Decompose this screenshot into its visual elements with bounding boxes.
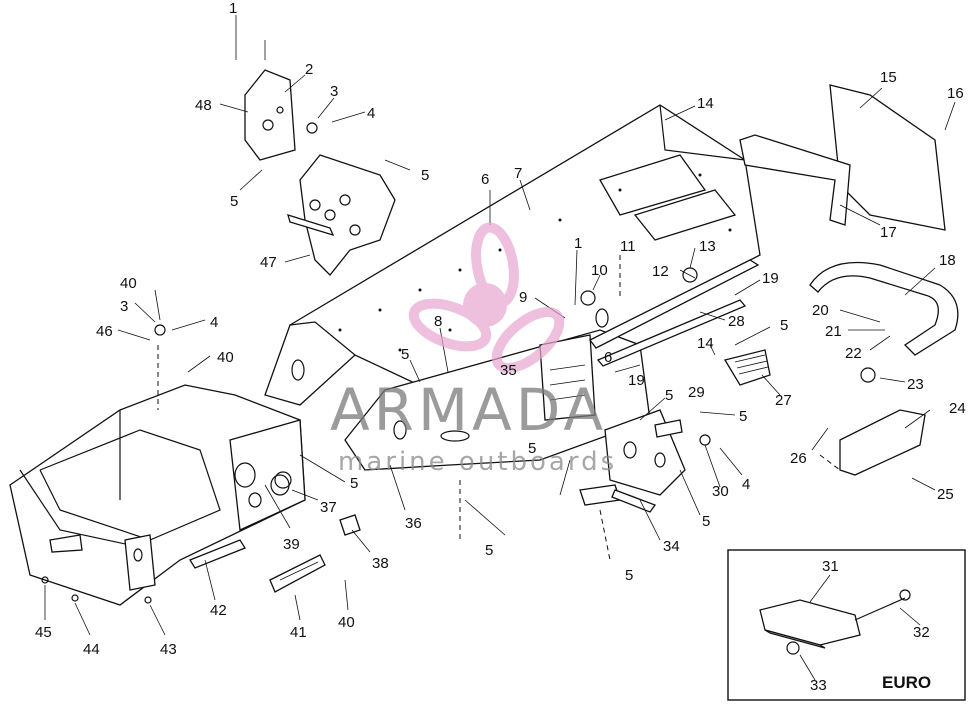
callout-47: 47 [260,254,277,271]
callout-16: 16 [947,85,964,102]
callout-12: 12 [652,263,669,280]
callout-39: 39 [283,536,300,553]
callout-48: 48 [195,97,212,114]
callout-8: 8 [434,313,442,330]
panel-15 [739,84,946,231]
callout-40: 40 [217,349,234,366]
callout-25: 25 [937,486,954,503]
callout-3: 3 [120,298,128,315]
leader-lines [44,15,956,636]
callout-33: 33 [810,677,827,694]
callout-26: 26 [790,450,807,467]
callout-7: 7 [514,165,522,182]
callout-14: 14 [697,335,714,352]
callout-5: 5 [780,317,788,334]
callout-29: 29 [688,384,705,401]
callout-22: 22 [845,345,862,362]
callout-40: 40 [338,614,355,631]
guard-24 [839,409,926,476]
watermark-brand: ARMADA [330,376,607,444]
euro-inset [727,549,966,701]
bracket-34 [579,409,686,513]
callout-6: 6 [604,349,612,366]
callout-19: 19 [762,270,779,287]
callout-15: 15 [880,69,897,86]
callout-5: 5 [665,387,673,404]
callout-44: 44 [83,641,100,658]
handle-18 [809,261,959,356]
callout-1: 1 [574,235,582,252]
callout-4: 4 [367,105,375,122]
callout-20: 20 [812,302,829,319]
callout-5: 5 [485,542,493,559]
callout-5: 5 [625,567,633,584]
propeller-logo [408,222,565,374]
step-27 [723,349,771,386]
callout-5: 5 [702,513,710,530]
callout-41: 41 [290,624,307,641]
euro-label: EURO [882,673,931,692]
callout-31: 31 [822,558,839,575]
callout-28: 28 [728,313,745,330]
callout-6: 6 [481,171,489,188]
callout-2: 2 [305,61,313,78]
callout-5: 5 [230,193,238,210]
callout-17: 17 [880,224,897,241]
callout-5: 5 [350,475,358,492]
watermark-tagline: marine outboards [338,447,617,477]
callout-5: 5 [401,346,409,363]
left-tray [9,384,306,606]
callout-24: 24 [949,400,966,417]
armada-watermark: ARMADA marine outboards [330,222,617,477]
callout-4: 4 [742,476,750,493]
callout-36: 36 [405,515,422,532]
callout-32: 32 [913,624,930,641]
callout-30: 30 [712,483,729,500]
callout-1: 1 [229,0,237,17]
callout-18: 18 [939,252,956,269]
callout-3: 3 [330,83,338,100]
bar-28 [589,259,760,367]
callout-5: 5 [421,167,429,184]
callout-43: 43 [160,641,177,658]
callout-labels: 1 2 3 4 5 48 5 5 47 6 7 14 15 16 17 18 1… [35,0,966,694]
callout-37: 37 [320,499,337,516]
callout-4: 4 [210,314,218,331]
callout-46: 46 [96,323,113,340]
callout-11: 11 [620,238,636,255]
callout-19: 19 [628,372,645,389]
callout-5: 5 [739,408,747,425]
callout-21: 21 [825,323,842,340]
callout-45: 45 [35,624,52,641]
callout-10: 10 [591,262,608,279]
callout-13: 13 [699,238,716,255]
bracket-41 [269,554,326,593]
callout-5: 5 [528,440,536,457]
callout-42: 42 [210,602,227,619]
callout-9: 9 [519,289,527,306]
callout-35: 35 [500,362,517,379]
callout-23: 23 [907,376,924,393]
callout-34: 34 [663,538,680,555]
callout-38: 38 [372,555,389,572]
callout-14: 14 [697,95,714,112]
callout-40: 40 [120,275,137,292]
bracket-48 [244,40,296,161]
bracket-47 [287,154,396,276]
callout-27: 27 [775,392,792,409]
small-hardware [41,122,876,604]
